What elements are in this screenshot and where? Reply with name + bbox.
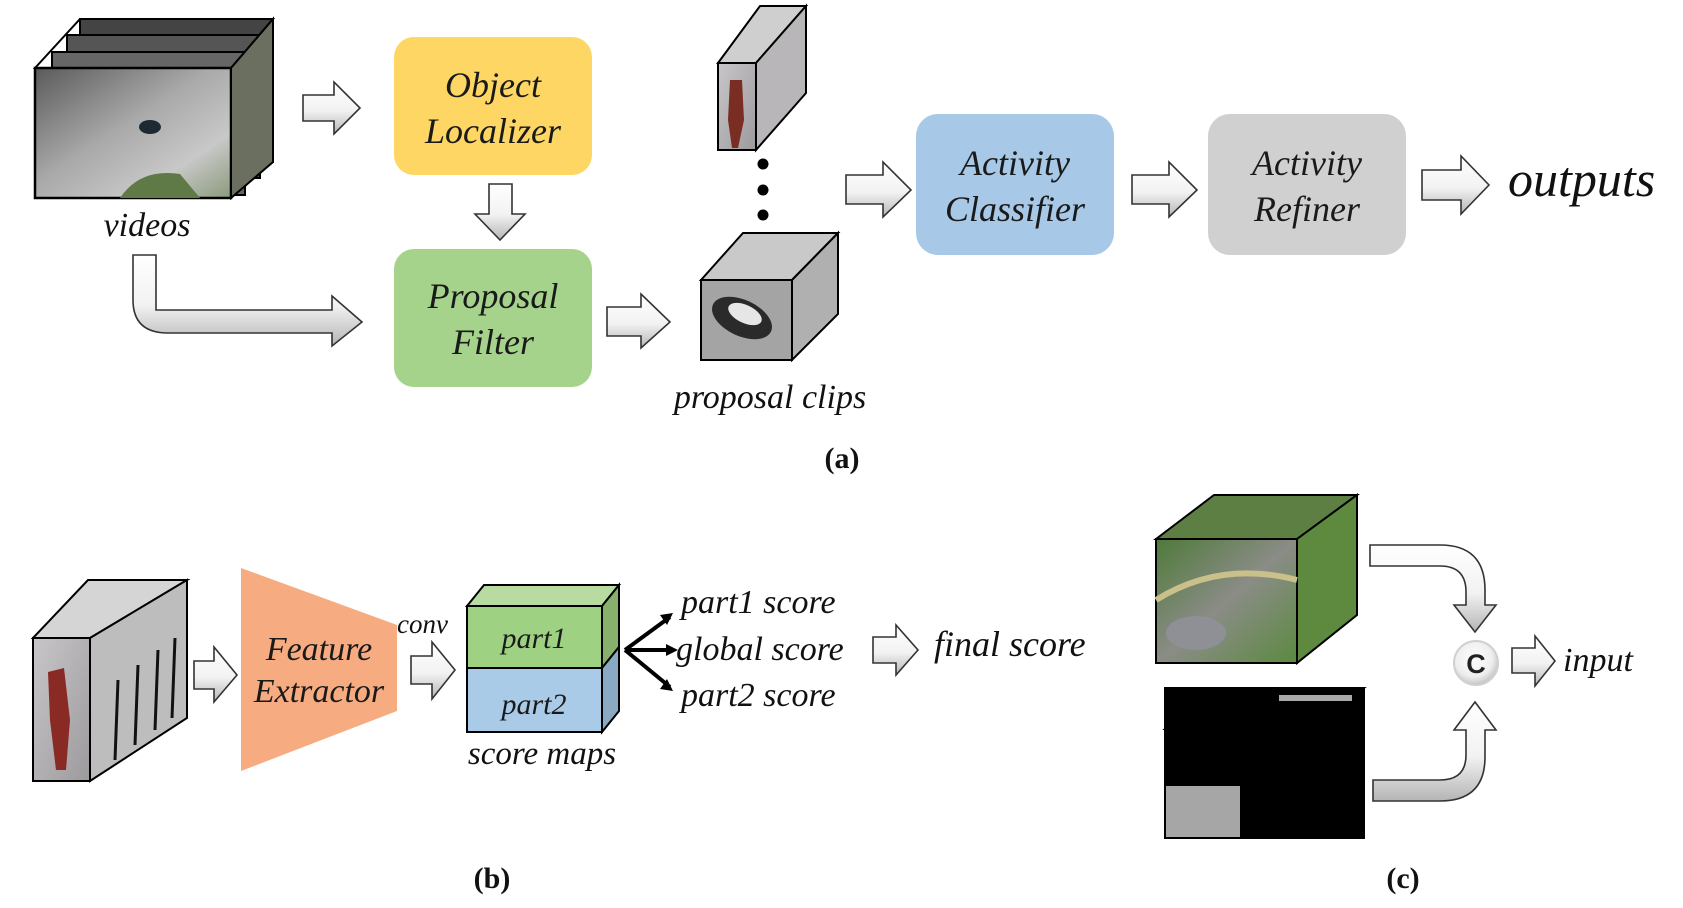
score-maps-cube: part1 part2: [464, 582, 622, 735]
part1-score-label: part1 score: [679, 584, 836, 621]
input-clip: [30, 578, 191, 783]
arrow-clip-to-extractor: [193, 644, 239, 705]
panel-a: videos Object Localizer Proposal Filter: [32, 3, 1655, 475]
caption-a: (a): [825, 442, 860, 475]
feature-extractor-line1: Feature: [265, 631, 372, 668]
arrow-conv: [410, 639, 457, 702]
panel-c: C input (c): [1153, 493, 1634, 895]
object-localizer-line1: Object: [445, 65, 542, 105]
proposal-clip-car: [698, 230, 841, 363]
rgb-clip: [1153, 493, 1361, 666]
feature-extractor: Feature Extractor: [241, 568, 397, 771]
videos-stack: [32, 16, 276, 201]
arrowhead-part1: [660, 613, 673, 625]
final-score-label: final score: [934, 624, 1086, 664]
caption-c: (c): [1386, 862, 1419, 895]
mask-clip: [1162, 687, 1367, 839]
object-localizer-line2: Localizer: [424, 111, 562, 151]
arrow-mask-to-concat: [1372, 700, 1498, 802]
arrow-localizer-to-filter: [473, 183, 527, 242]
part2-block: [466, 667, 603, 733]
activity-refiner-line1: Activity: [1250, 143, 1362, 183]
activity-refiner-line2: Refiner: [1253, 189, 1361, 229]
arrow-videos-to-localizer: [302, 80, 362, 136]
mask-top-region: [1279, 695, 1352, 701]
concat-icon: C: [1466, 649, 1486, 679]
person-figure: [728, 80, 744, 148]
arrow-videos-to-filter: [132, 254, 364, 348]
proposal-filter-bg: [394, 249, 592, 387]
part2-label: part2: [499, 688, 566, 721]
object-localizer-bg: [394, 37, 592, 175]
car-thumbnail: [139, 120, 161, 134]
branch-arrows: [623, 615, 672, 689]
score-maps-label: score maps: [468, 736, 616, 772]
activity-classifier-box: Activity Classifier: [916, 114, 1114, 255]
input-label: input: [1563, 642, 1634, 679]
person-figure: [48, 668, 70, 770]
object-localizer-box: Object Localizer: [394, 37, 592, 175]
activity-refiner-bg: [1208, 114, 1406, 255]
arrowhead-global: [666, 644, 678, 656]
arrow-classifier-to-refiner: [1131, 160, 1199, 219]
part1-label: part1: [499, 622, 566, 655]
part2-score-label: part2 score: [679, 677, 836, 714]
activity-classifier-bg: [916, 114, 1114, 255]
concat-node: C: [1453, 640, 1499, 686]
activity-classifier-line2: Classifier: [945, 189, 1086, 229]
ellipsis-dots: [757, 158, 769, 221]
outputs-label: outputs: [1508, 151, 1655, 207]
feature-extractor-shape: [241, 568, 397, 771]
activity-classifier-line1: Activity: [958, 143, 1070, 183]
arrow-concat-to-input: [1511, 633, 1557, 689]
feature-extractor-line2: Extractor: [253, 673, 385, 710]
arrow-clips-to-classifier: [845, 160, 913, 219]
car-figure: [1166, 616, 1226, 650]
proposal-filter-box: Proposal Filter: [394, 249, 592, 387]
arrowhead-part2: [660, 679, 673, 691]
proposal-filter-line1: Proposal: [427, 276, 559, 316]
global-score-label: global score: [676, 631, 844, 668]
conv-label: conv: [397, 609, 448, 639]
arrow-filter-to-clips: [606, 292, 672, 350]
arrow-to-final-score: [872, 622, 920, 678]
proposal-clips-label: proposal clips: [672, 379, 866, 416]
videos-label: videos: [104, 207, 191, 244]
mask-region: [1166, 786, 1240, 837]
arrow-rgb-to-concat: [1369, 544, 1498, 634]
caption-b: (b): [474, 862, 511, 895]
proposal-filter-line2: Filter: [451, 322, 535, 362]
proposal-clip-person: [716, 3, 809, 153]
arrow-refiner-to-outputs: [1421, 154, 1491, 216]
panel-b: Feature Extractor conv part1 part2 score…: [30, 568, 1086, 895]
activity-refiner-box: Activity Refiner: [1208, 114, 1406, 255]
